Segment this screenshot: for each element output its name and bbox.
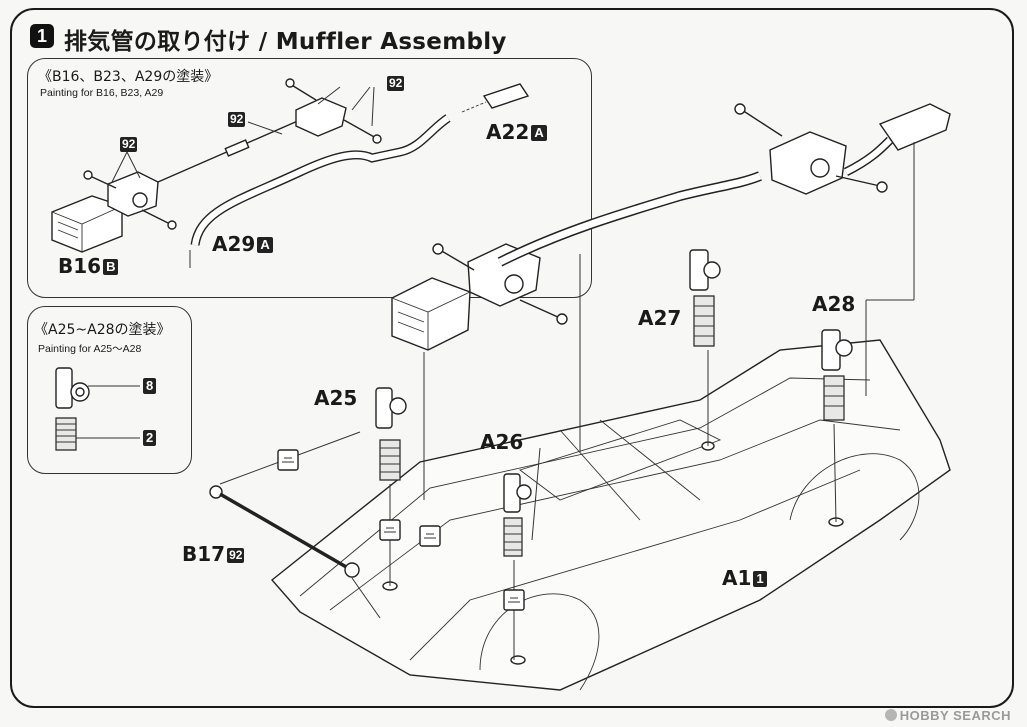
- chassis-drawing: [270, 339, 951, 691]
- part-badge: A: [257, 237, 273, 253]
- inset-shock-drawing: [55, 367, 140, 451]
- paint-code-badge: 92: [120, 137, 138, 152]
- part-badge: B: [103, 259, 119, 275]
- inset-subtitle: Painting for B16, B23, A29: [40, 87, 164, 99]
- part-label-a26: A26: [480, 430, 524, 454]
- main-exhaust-drawing: [391, 103, 951, 541]
- inset-title: 《B16、B23、A29の塗装》: [38, 69, 219, 85]
- part-badge: 92: [227, 548, 245, 563]
- part-badge: A: [531, 125, 547, 141]
- part-label-a25: A25: [314, 386, 358, 410]
- step-number-badge: 1: [30, 24, 54, 48]
- part-label-a27: A27: [638, 306, 682, 330]
- paint-code-badge: 92: [228, 112, 246, 127]
- step-title: 排気管の取り付け / Muffler Assembly: [64, 29, 507, 55]
- cement-markers: [277, 449, 525, 611]
- part-label-a28: A28: [812, 292, 856, 316]
- inset-title: 《A25~A28の塗装》: [34, 322, 171, 338]
- inset-exhaust-drawing: [51, 78, 530, 268]
- hobby-search-logo-icon: [884, 709, 897, 721]
- shock-a26: [503, 473, 532, 660]
- shock-a27: [689, 249, 721, 446]
- paint-code-badge: 2: [143, 430, 157, 446]
- part-badge: 1: [753, 571, 767, 587]
- inset-subtitle: Painting for A25～A28: [38, 343, 142, 355]
- shock-a28: [821, 329, 853, 523]
- painting-inset-a25-a28: 《A25~A28の塗装》 Painting for A25～A28: [27, 306, 192, 474]
- shock-a25: [375, 387, 407, 586]
- page-frame: [10, 8, 1014, 708]
- paint-code-badge: 8: [143, 378, 157, 394]
- rod-b17: [209, 431, 381, 619]
- watermark: HOBBY SEARCH: [884, 708, 1011, 723]
- paint-code-badge: 92: [387, 76, 405, 91]
